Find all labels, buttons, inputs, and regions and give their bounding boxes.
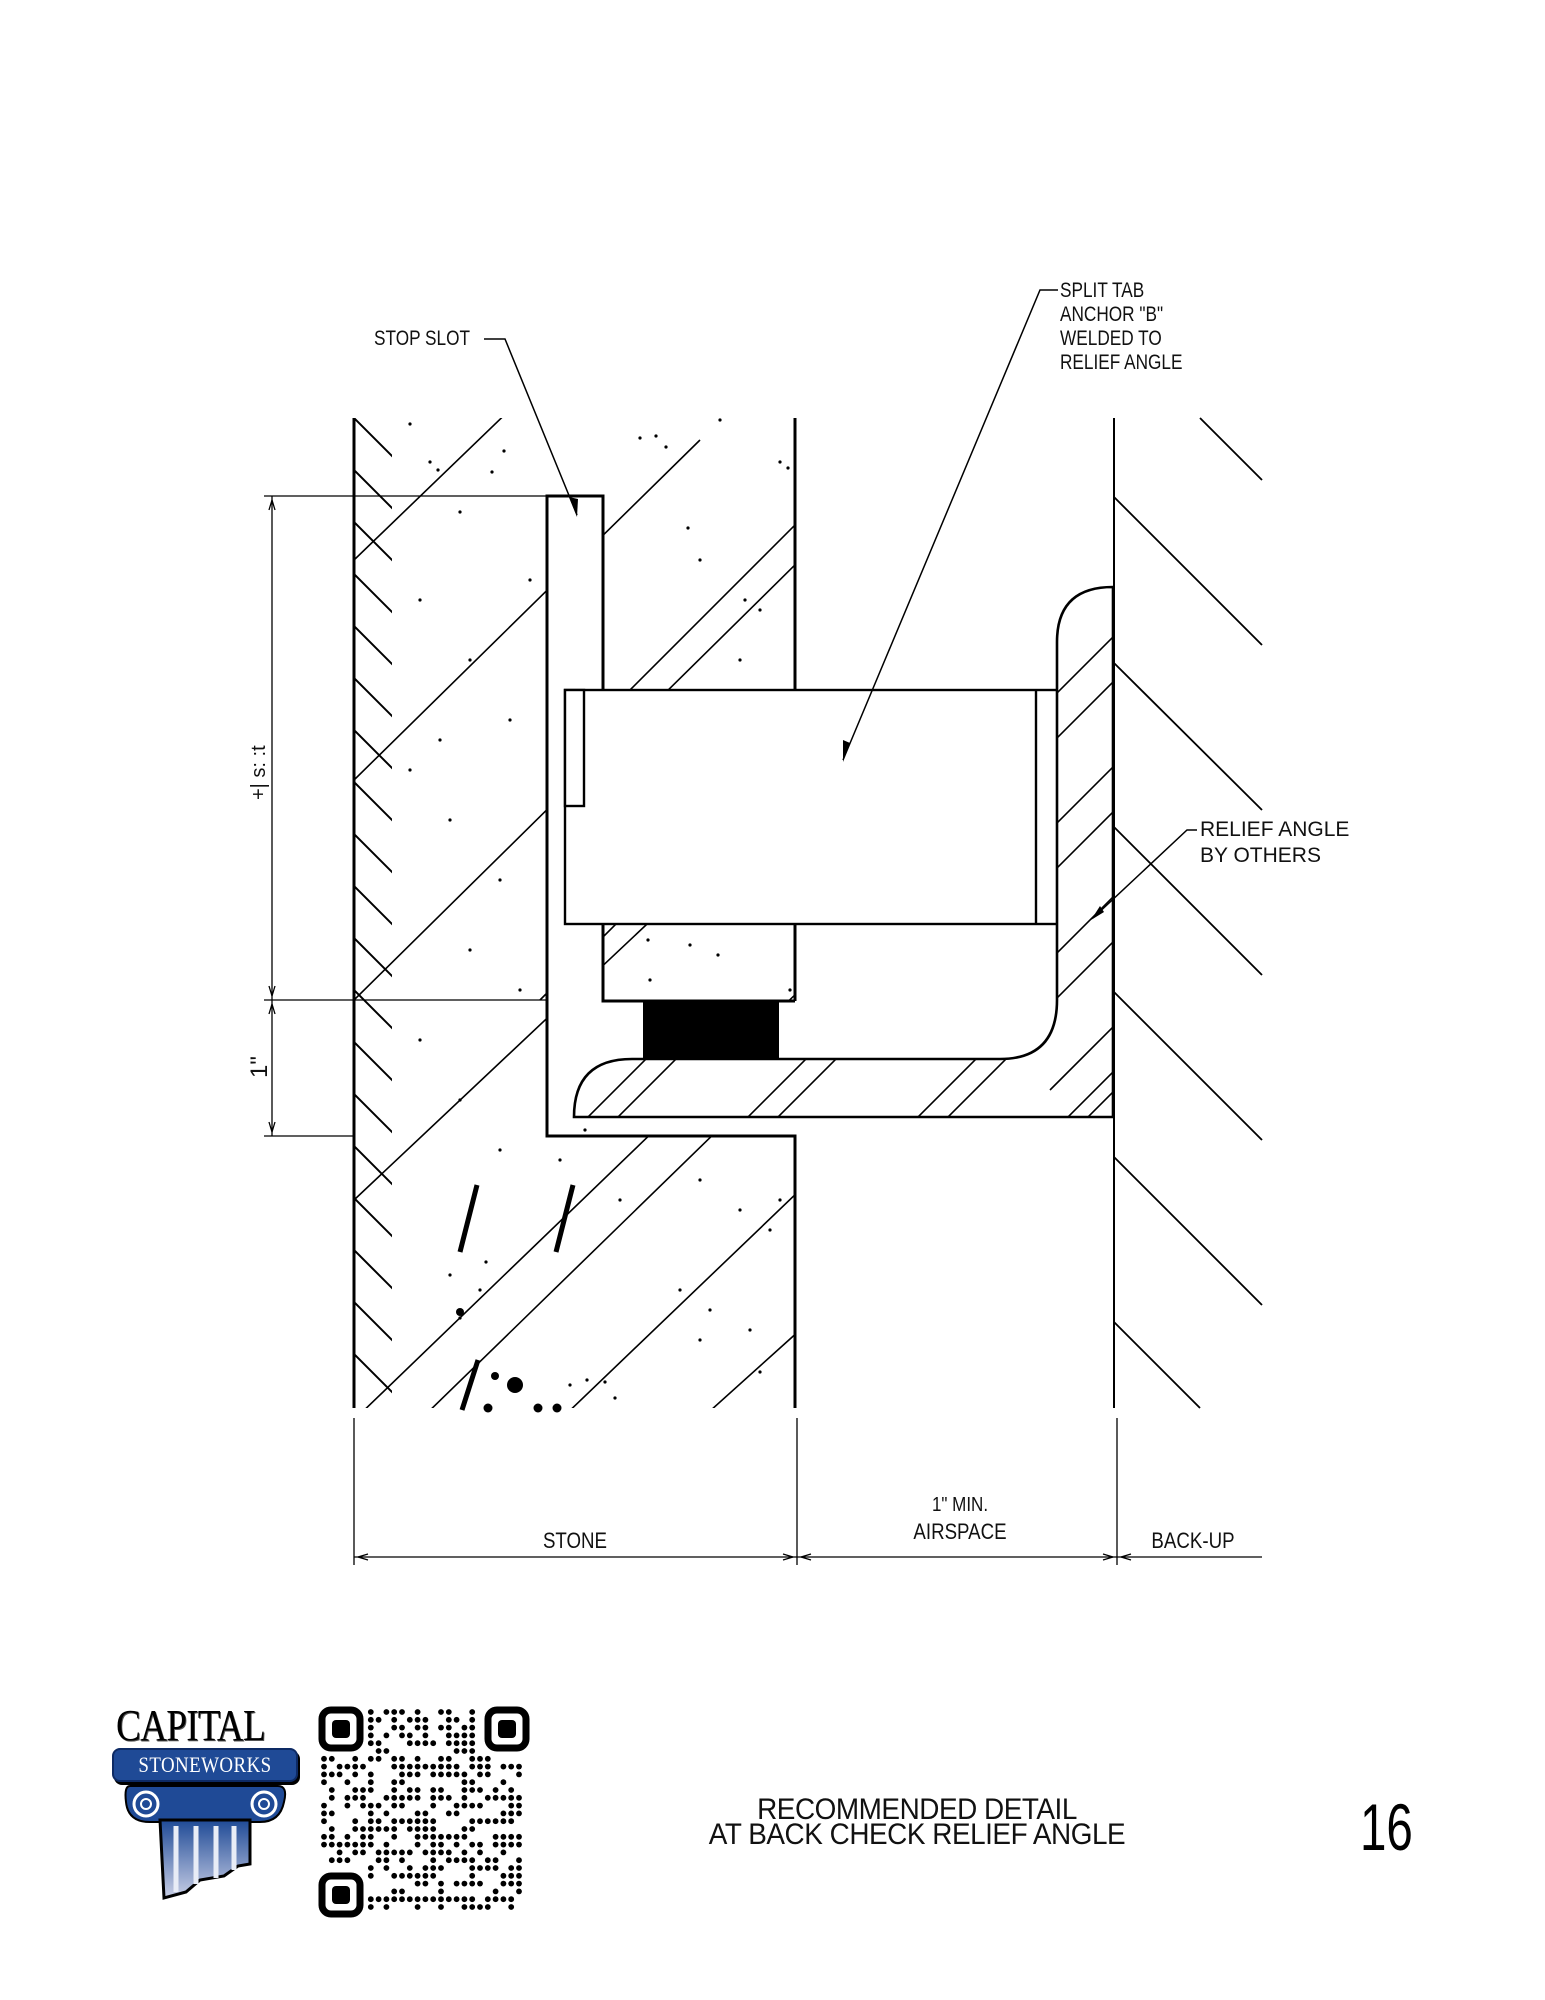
drawing-title: RECOMMENDED DETAIL AT BACK CHECK RELIEF … (689, 1793, 1145, 1851)
stone-aggregate-strokes (457, 1184, 576, 1411)
stop-slot-label: STOP SLOT (374, 327, 471, 350)
stone-edge-hatch (354, 418, 392, 1394)
relief-angle-label-line: BY OTHERS (1200, 844, 1321, 867)
logo-stoneworks-text: STONEWORKS (138, 1752, 272, 1777)
relief-angle (572, 585, 1115, 1119)
column-icon (124, 1785, 287, 1900)
drawing-title-line1: RECOMMENDED DETAIL (757, 1793, 1077, 1826)
backup-wall (1113, 417, 1263, 1409)
company-logo: CAPITAL STONEWORKS (112, 1704, 302, 1904)
split-tab-label-line: WELDED TO (1060, 327, 1162, 350)
airspace-label: AIRSPACE (913, 1519, 1007, 1544)
lower-height-dimension: 1" (246, 1056, 273, 1078)
stone-aggregate-dots (408, 418, 792, 1413)
leader-arrowheads (569, 497, 1104, 920)
split-tab-label-line: RELIEF ANGLE (1060, 351, 1183, 374)
split-tab-anchor (563, 688, 1061, 926)
setting-pad (643, 1001, 779, 1059)
logo-capital-text: CAPITAL (116, 1701, 266, 1750)
qr-code[interactable] (318, 1706, 530, 1918)
callout-leaders (484, 289, 1197, 919)
backup-dimension-label: BACK-UP (1151, 1528, 1235, 1553)
vertical-dimensions (264, 495, 547, 1137)
drawing-title-line2: AT BACK CHECK RELIEF ANGLE (708, 1818, 1126, 1851)
airspace-min-label: 1" MIN. (931, 1494, 989, 1516)
upper-height-dimension: +| s: :t (248, 745, 270, 800)
split-tab-label-line: SPLIT TAB (1060, 279, 1145, 302)
relief-angle-label-line: RELIEF ANGLE (1200, 818, 1350, 841)
horizontal-dimensions (353, 1418, 1262, 1565)
page-number: 16 (1360, 1790, 1413, 1864)
stone-dimension-label: STONE (542, 1528, 608, 1553)
split-tab-label-line: ANCHOR "B" (1060, 303, 1164, 326)
logo-stoneworks-band: STONEWORKS (112, 1748, 298, 1782)
